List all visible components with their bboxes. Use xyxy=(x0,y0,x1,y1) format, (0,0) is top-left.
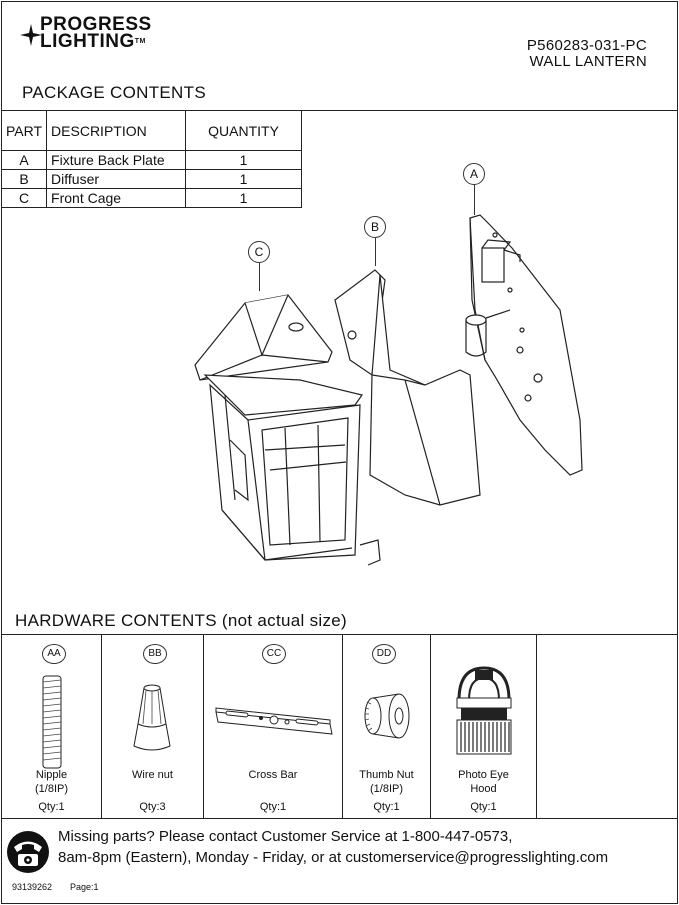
callout-c: C xyxy=(248,241,270,263)
brand-line1: PROGRESS xyxy=(40,14,152,35)
callout-a: A xyxy=(463,163,485,185)
star-icon xyxy=(20,24,42,46)
cell-divider xyxy=(430,634,431,818)
part-quantity: 1 xyxy=(185,188,303,208)
cell-divider xyxy=(101,634,102,818)
hardware-item-nipple: AA Nipple (1/8IP) Qty:1 xyxy=(2,634,101,818)
part-description: Fixture Back Plate xyxy=(46,150,187,170)
table-row: C Front Cage 1 xyxy=(0,188,303,208)
nipple-icon xyxy=(42,675,62,769)
item-name: Thumb Nut xyxy=(359,769,414,781)
trademark: TM xyxy=(134,38,146,45)
contact-line1: Missing parts? Please contact Customer S… xyxy=(58,828,513,845)
item-name: Photo Eye xyxy=(458,769,509,781)
diffuser-drawing xyxy=(334,269,481,506)
contact-line2: 8am-8pm (Eastern), Monday - Friday, or a… xyxy=(58,849,609,866)
cell-divider xyxy=(536,634,537,818)
item-spec: Hood xyxy=(470,783,497,795)
front-cage-drawing xyxy=(194,294,381,566)
table-row: A Fixture Back Plate 1 xyxy=(0,150,303,170)
model-name: WALL LANTERN xyxy=(529,53,647,70)
item-qty: Qty:1 xyxy=(259,801,287,813)
item-spec: (1/8IP) xyxy=(34,783,68,795)
item-spec: (1/8IP) xyxy=(369,783,403,795)
item-qty: Qty:1 xyxy=(38,801,65,813)
hardware-item-thumb-nut: DD Thumb Nut (1/8IP) Qty:1 xyxy=(343,634,430,818)
callout-b: B xyxy=(364,216,386,238)
cell-divider xyxy=(203,634,204,818)
leader-c xyxy=(259,263,260,291)
leader-a xyxy=(474,185,475,215)
contact-info: Missing parts? Please contact Customer S… xyxy=(58,826,608,868)
brand-line2: LIGHTING xyxy=(40,31,135,52)
hardware-title: HARDWARE CONTENTS (not actual size) xyxy=(15,611,347,630)
item-name: Cross Bar xyxy=(248,769,298,781)
thumb-nut-icon xyxy=(364,693,410,739)
package-title: PACKAGE CONTENTS xyxy=(22,83,206,102)
item-qty: Qty:1 xyxy=(373,801,400,813)
hardware-item-photo-eye-hood: Photo Eye Hood Qty:1 xyxy=(431,634,536,818)
header-quantity: QUANTITY xyxy=(185,110,303,151)
code-badge: AA xyxy=(42,644,66,664)
item-qty: Qty:3 xyxy=(139,801,166,813)
phone-icon xyxy=(7,831,49,873)
part-letter: C xyxy=(0,188,48,208)
model-number: P560283-031-PC xyxy=(526,37,647,54)
item-name: Wire nut xyxy=(132,769,173,781)
part-description: Diffuser xyxy=(46,169,187,189)
hardware-item-wire-nut: BB Wire nut Qty:3 xyxy=(102,634,203,818)
code-badge: CC xyxy=(262,644,286,664)
part-description: Front Cage xyxy=(46,188,187,208)
code-badge: DD xyxy=(372,644,396,664)
back-plate-drawing xyxy=(465,214,583,476)
cell-divider xyxy=(342,634,343,818)
photo-eye-hood-icon xyxy=(456,666,512,755)
divider xyxy=(1,818,678,819)
parts-table: PART DESCRIPTION QUANTITY A Fixture Back… xyxy=(0,110,303,208)
divider xyxy=(1,634,678,635)
wire-nut-icon xyxy=(133,684,171,751)
hardware-item-cross-bar: CC Cross Bar Qty:1 xyxy=(204,634,342,818)
leader-b xyxy=(375,238,376,266)
doc-number: 93139262 xyxy=(12,882,53,892)
page-number: Page:1 xyxy=(70,882,99,892)
table-header-row: PART DESCRIPTION QUANTITY xyxy=(0,110,303,151)
cross-bar-icon xyxy=(215,707,333,735)
header-part: PART xyxy=(0,110,48,151)
model-info: P560283-031-PC WALL LANTERN xyxy=(527,38,647,70)
item-qty: Qty:1 xyxy=(470,801,497,813)
item-name: Nipple xyxy=(35,769,68,781)
code-badge: BB xyxy=(143,644,167,664)
divider xyxy=(1,110,678,111)
